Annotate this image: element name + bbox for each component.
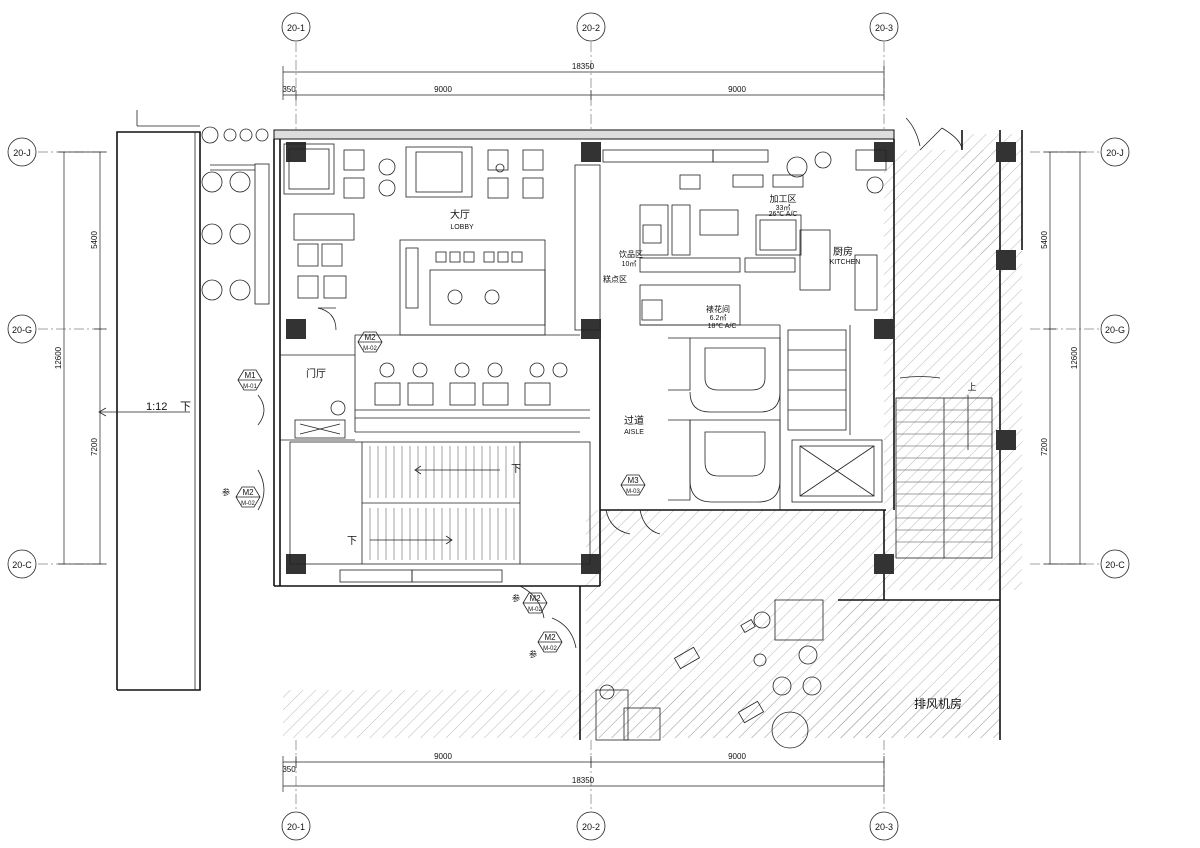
fire-stair-up-label: 上 [967,382,976,393]
staircase [289,441,591,583]
dim-top-offset: 350 [282,85,296,94]
grid-bubble-row-c-left: 20-C [7,549,37,579]
fire-stair [895,127,993,559]
dim-left-total: 12600 [54,346,63,369]
lobby-label: 大厅 [450,208,470,221]
dim-top-bay-left: 9000 [434,85,452,94]
dim-bottom-offset: 350 [282,765,296,774]
pastry-zone-label: 糕点区 [603,274,627,284]
door-tag-m1-sub: M-01 [243,384,257,390]
door-tag-m3 [620,474,646,496]
stair-down-label-2: 下 [347,536,357,547]
svg-text:20-2: 20-2 [582,23,600,33]
lobby-label-en: LOBBY [450,224,474,231]
svg-text:20-1: 20-1 [287,822,305,832]
dim-right-lower: 7200 [1040,438,1049,456]
kitchen-label: 厨房 [833,245,853,258]
service-lift [791,439,883,503]
stair-down-label-1: 下 [511,464,521,475]
kitchen-label-en: KITCHEN [830,259,861,266]
door-tag-m2-stair [235,486,261,508]
grid-bubble-col-2-bottom: 20-2 [576,811,606,841]
dim-bottom-bay-right: 9000 [728,752,746,761]
ramp-slope-label: 1:12 [146,401,167,413]
dim-top-total: 18350 [572,62,595,71]
exhaust-room-label: 排风机房 [914,696,962,711]
door-tag-m1-code: M1 [244,371,256,380]
grid-bubble-row-c-right: 20-C [1100,549,1130,579]
svg-text:20-J: 20-J [1106,148,1124,158]
door-tag-m2-lower-1-sub: M-02 [528,607,542,613]
door-tag-m2-lobby-sub: M-02 [363,346,377,352]
dim-bottom-total: 18350 [572,776,595,785]
dimension-lines-top [282,66,885,100]
aisle-booths [668,337,781,503]
grid-bubble-row-j-left: 20-J [7,137,37,167]
aisle-label-en: AISLE [624,429,644,436]
grid-bubble-col-1-top: 20-1 [281,12,311,42]
door-tag-m3-code: M3 [627,476,639,485]
pastry-room-label: 裱花间 [706,304,730,314]
lower-dining-furniture [595,599,824,749]
svg-text:20-G: 20-G [12,325,32,335]
grid-bubble-row-g-left: 20-G [7,314,37,344]
door-tag-m2-lower-2-code: M2 [544,633,556,642]
grid-bubble-col-1-bottom: 20-1 [281,811,311,841]
door-tag-m2-stair-sub: M-02 [241,501,255,507]
dim-top-bay-right: 9000 [728,85,746,94]
svg-text:20-C: 20-C [1105,560,1125,570]
pastry-room-area: 6.2㎡ [710,314,727,322]
dim-left-upper: 5400 [90,231,99,249]
grid-bubble-col-3-bottom: 20-3 [869,811,899,841]
svg-text:20-C: 20-C [12,560,32,570]
grid-bubble-row-g-right: 20-G [1100,314,1130,344]
door-tag-m2-lower-2 [537,631,563,653]
door-tag-m2-lobby [357,331,383,353]
pastry-room-temp: 18℃ A/C [708,323,737,330]
process-zone-temp: 26℃ A/C [769,211,798,218]
foyer-label: 门厅 [306,367,326,380]
foyer [280,354,355,441]
door-tag-m2-lower-2-sub: M-02 [543,646,557,652]
terrace-planters [201,126,270,305]
structural-columns [286,142,1016,574]
svg-text:20-3: 20-3 [875,822,893,832]
grid-bubble-col-2-top: 20-2 [576,12,606,42]
svg-text:20-3: 20-3 [875,23,893,33]
dim-bottom-bay-left: 9000 [434,752,452,761]
svg-text:20-2: 20-2 [582,822,600,832]
dim-left-lower: 7200 [90,438,99,456]
ramp-down-label: 下 [180,401,191,413]
grid-bubble-col-3-top: 20-3 [869,12,899,42]
aisle-label: 过道 [624,414,644,427]
dimension-lines-left [58,151,106,565]
lobby-furniture [283,143,601,433]
door-tag-m2-stair-ref: 参 [222,487,230,497]
door-tag-m1 [237,369,263,391]
kitchen-equipment [602,149,887,510]
door-tag-m3-sub: M-03 [626,489,640,495]
dimension-lines-right [1044,151,1086,565]
dimension-lines-bottom [282,756,885,792]
hatched-zones [283,134,1022,738]
drinks-zone-label: 饮品区 [619,249,643,259]
door-tag-m2-lower-2-ref: 参 [529,649,537,659]
process-zone-label: 加工区 [769,194,796,205]
svg-text:20-1: 20-1 [287,23,305,33]
door-tag-m2-lower-1-ref: 参 [512,593,520,603]
svg-text:20-G: 20-G [1105,325,1125,335]
ramp-area [98,110,201,691]
grid-bubble-row-j-right: 20-J [1100,137,1130,167]
svg-text:20-J: 20-J [13,148,31,158]
process-zone-area: 33㎡ [776,204,791,212]
dim-right-total: 12600 [1070,346,1079,369]
drinks-zone-area: 10㎡ [622,260,637,268]
door-swings [257,117,921,649]
door-tag-m2-stair-code: M2 [242,488,254,497]
dim-right-upper: 5400 [1040,231,1049,249]
door-tag-m2-lower-1 [522,592,548,614]
door-tag-m2-lobby-code: M2 [364,333,376,342]
